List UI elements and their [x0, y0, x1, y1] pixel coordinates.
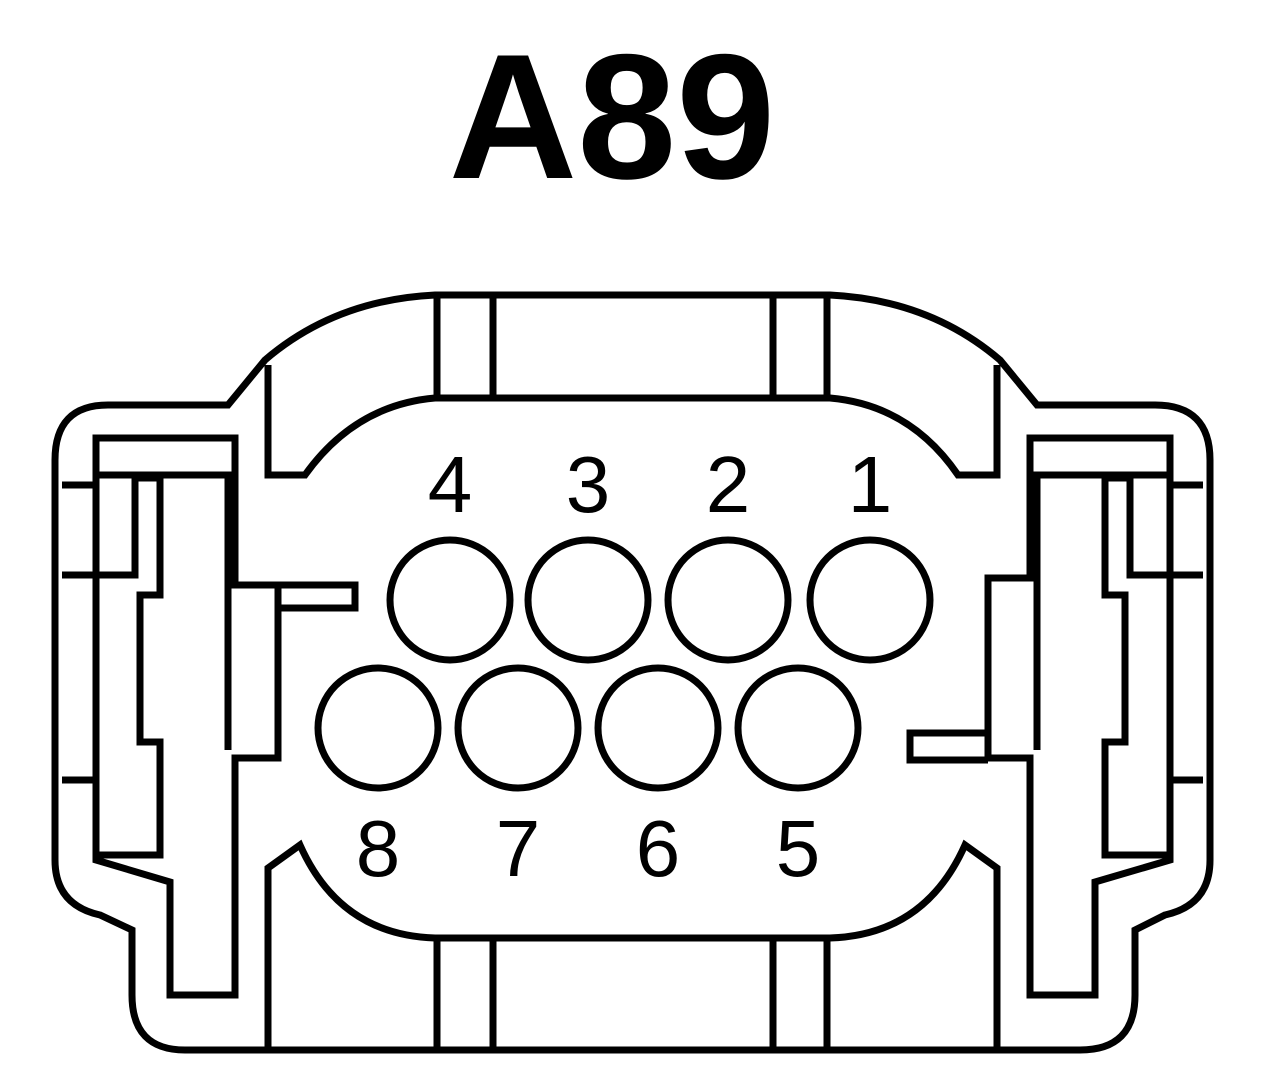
top-latch-ribs [433, 295, 831, 398]
pin-label-4: 4 [428, 440, 473, 529]
pin-hole-5 [734, 664, 862, 792]
pin-hole-7 [454, 664, 582, 792]
pin-label-5: 5 [776, 804, 821, 893]
pin-label-6: 6 [636, 804, 681, 893]
right-latch [906, 434, 1203, 999]
pin-label-1: 1 [848, 440, 893, 529]
pin-label-7: 7 [496, 804, 541, 893]
bottom-latch-ribs [433, 938, 831, 1050]
inner-cavity-lower-outline [264, 839, 1001, 1050]
pin-label-8: 8 [356, 804, 401, 893]
pin-hole-2 [664, 536, 792, 664]
pin-hole-1 [806, 536, 934, 664]
pin-hole-6 [594, 664, 722, 792]
pin-hole-4 [386, 536, 514, 664]
housing-outer-outline [51, 291, 1214, 1054]
pin-hole-8 [314, 664, 442, 792]
pin-row-top: 4 3 2 1 [386, 440, 934, 664]
inner-cavity-outline [264, 365, 1001, 479]
pin-hole-3 [524, 536, 652, 664]
left-latch [62, 434, 359, 999]
pin-row-bottom: 8 7 6 5 [314, 664, 862, 893]
connector-title: A89 [449, 17, 776, 216]
pin-label-2: 2 [706, 440, 751, 529]
pin-label-3: 3 [566, 440, 611, 529]
